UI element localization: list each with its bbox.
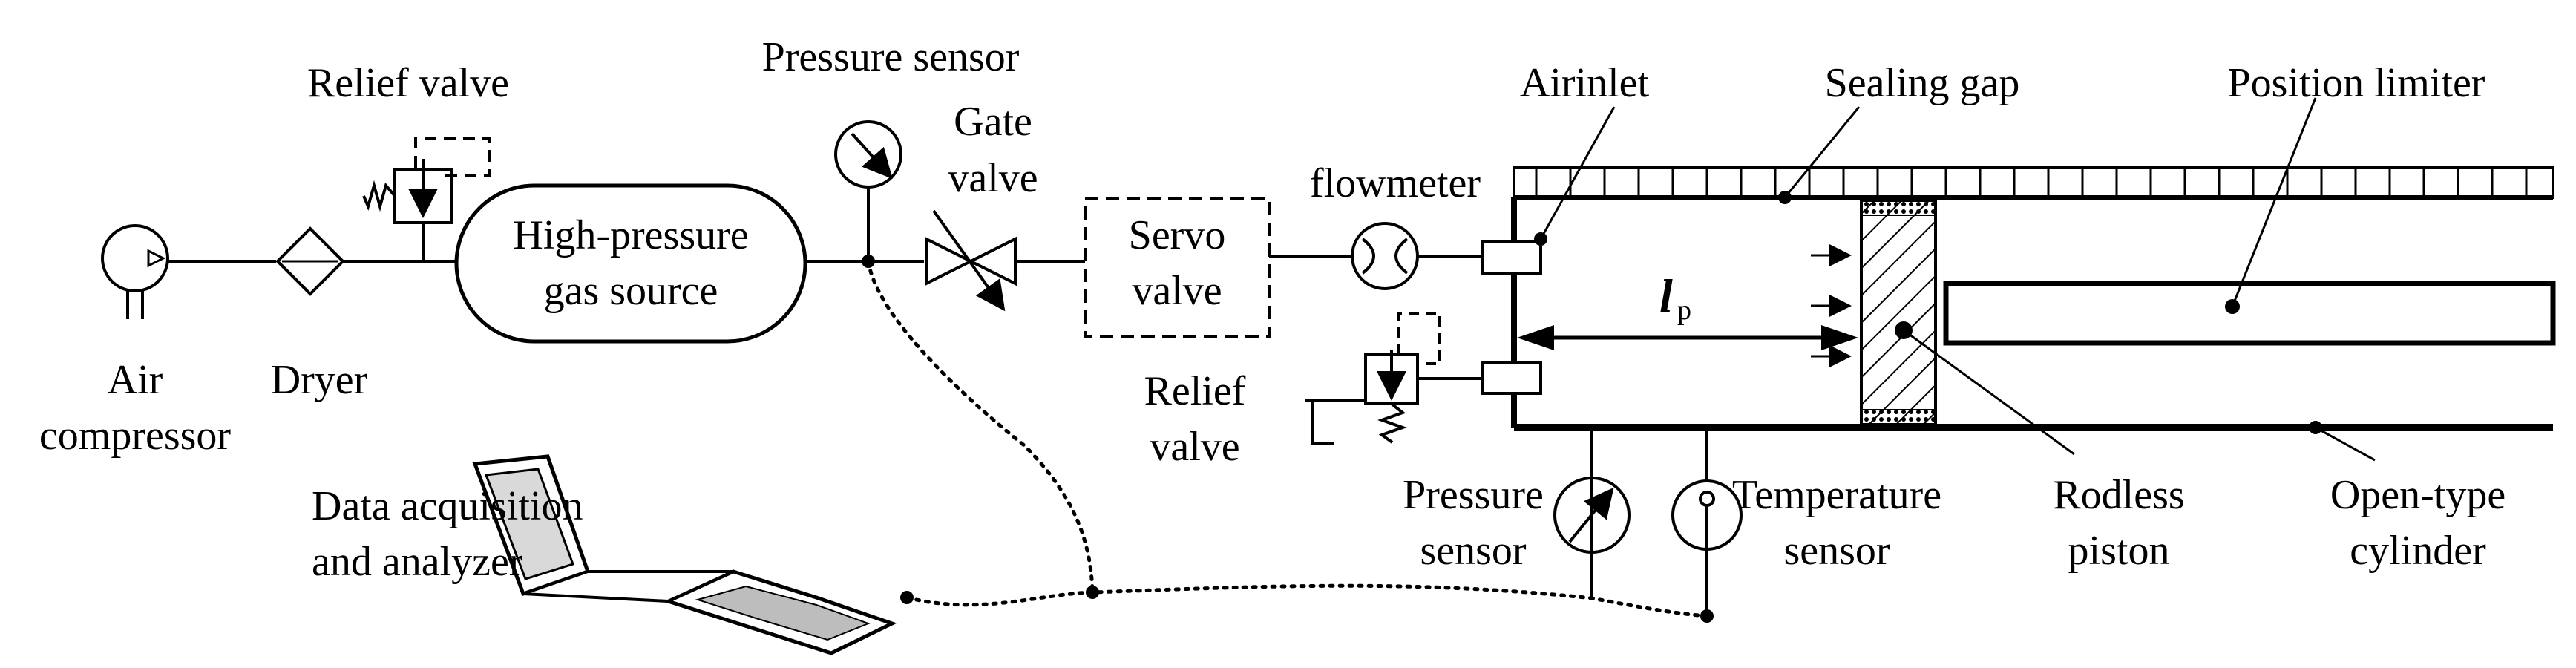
rodless-piston-leader [1903, 329, 2075, 456]
signal-cable-main [905, 583, 1709, 618]
gate-valve-label-2: valve [948, 155, 1038, 201]
servo-valve-label-1: Servo [1129, 212, 1226, 258]
signal-cable-pressure-top [866, 259, 1095, 595]
air-inlet [1481, 232, 1547, 275]
lower-port [1481, 361, 1542, 395]
open-cylinder-leader [2315, 426, 2376, 462]
gate-valve-label-1: Gate [954, 99, 1032, 145]
daq-label-1: Data acquisition [312, 483, 583, 529]
relief-valve-top-label: Relief valve [307, 60, 509, 106]
pressure-sensor-bottom-label-2: sensor [1420, 528, 1526, 574]
position-limiter-label: Position limiter [2228, 60, 2485, 106]
temperature-sensor-label-1: Temperature [1732, 472, 1941, 518]
gas-source-label-1: High-pressure [513, 212, 748, 258]
pressure-arrows [1811, 244, 1852, 367]
dryer-label: Dryer [271, 357, 368, 403]
air-compressor-label-1: Air [108, 357, 163, 403]
lp-subscript: p [1677, 295, 1691, 326]
pressure-sensor-top [834, 120, 902, 268]
relief-valve-top [362, 137, 491, 261]
rodless-piston [1860, 199, 1937, 426]
air-inlet-leader [1539, 106, 1616, 240]
open-cylinder-label-2: cylinder [2350, 528, 2486, 574]
daq-label-2: and analyzer [312, 539, 523, 585]
relief-valve-bottom-label-1: Relief [1144, 368, 1246, 414]
temperature-sensor-label-2: sensor [1783, 528, 1890, 574]
gas-source [454, 183, 807, 344]
dryer [275, 226, 345, 296]
cylinder-top-band [1513, 166, 2554, 199]
gate-valve [925, 209, 1017, 312]
air-compressor [101, 224, 169, 319]
servo-valve-label-2: valve [1132, 268, 1222, 314]
open-cylinder-label-1: Open-type [2330, 472, 2505, 518]
rodless-piston-label-1: Rodless [2053, 472, 2184, 518]
laptop-icon [472, 454, 914, 655]
position-limiter [1943, 281, 2556, 346]
sealing-gap-label: Sealing gap [1825, 60, 2020, 106]
relief-valve-bottom-label-2: valve [1150, 424, 1239, 470]
flowmeter-label: flowmeter [1310, 160, 1481, 206]
position-limiter-leader [2231, 97, 2317, 307]
temperature-sensor [1671, 428, 1743, 623]
pressure-sensor-bottom-label-1: Pressure [1403, 472, 1544, 518]
pressure-sensor-top-label: Pressure sensor [762, 34, 1020, 80]
air-compressor-label-2: compressor [39, 413, 232, 459]
servo-valve [1084, 197, 1271, 338]
lp-label: l [1659, 269, 1673, 322]
air-inlet-label: Airinlet [1520, 60, 1650, 106]
sealing-gap-leader [1783, 106, 1861, 198]
relief-valve-bottom [1305, 312, 1441, 445]
gas-source-label-2: gas source [544, 268, 718, 314]
lp-dimension [1517, 325, 1858, 350]
pressure-sensor-bottom [1553, 428, 1631, 598]
flowmeter [1351, 222, 1419, 290]
rodless-piston-label-2: piston [2068, 528, 2170, 574]
